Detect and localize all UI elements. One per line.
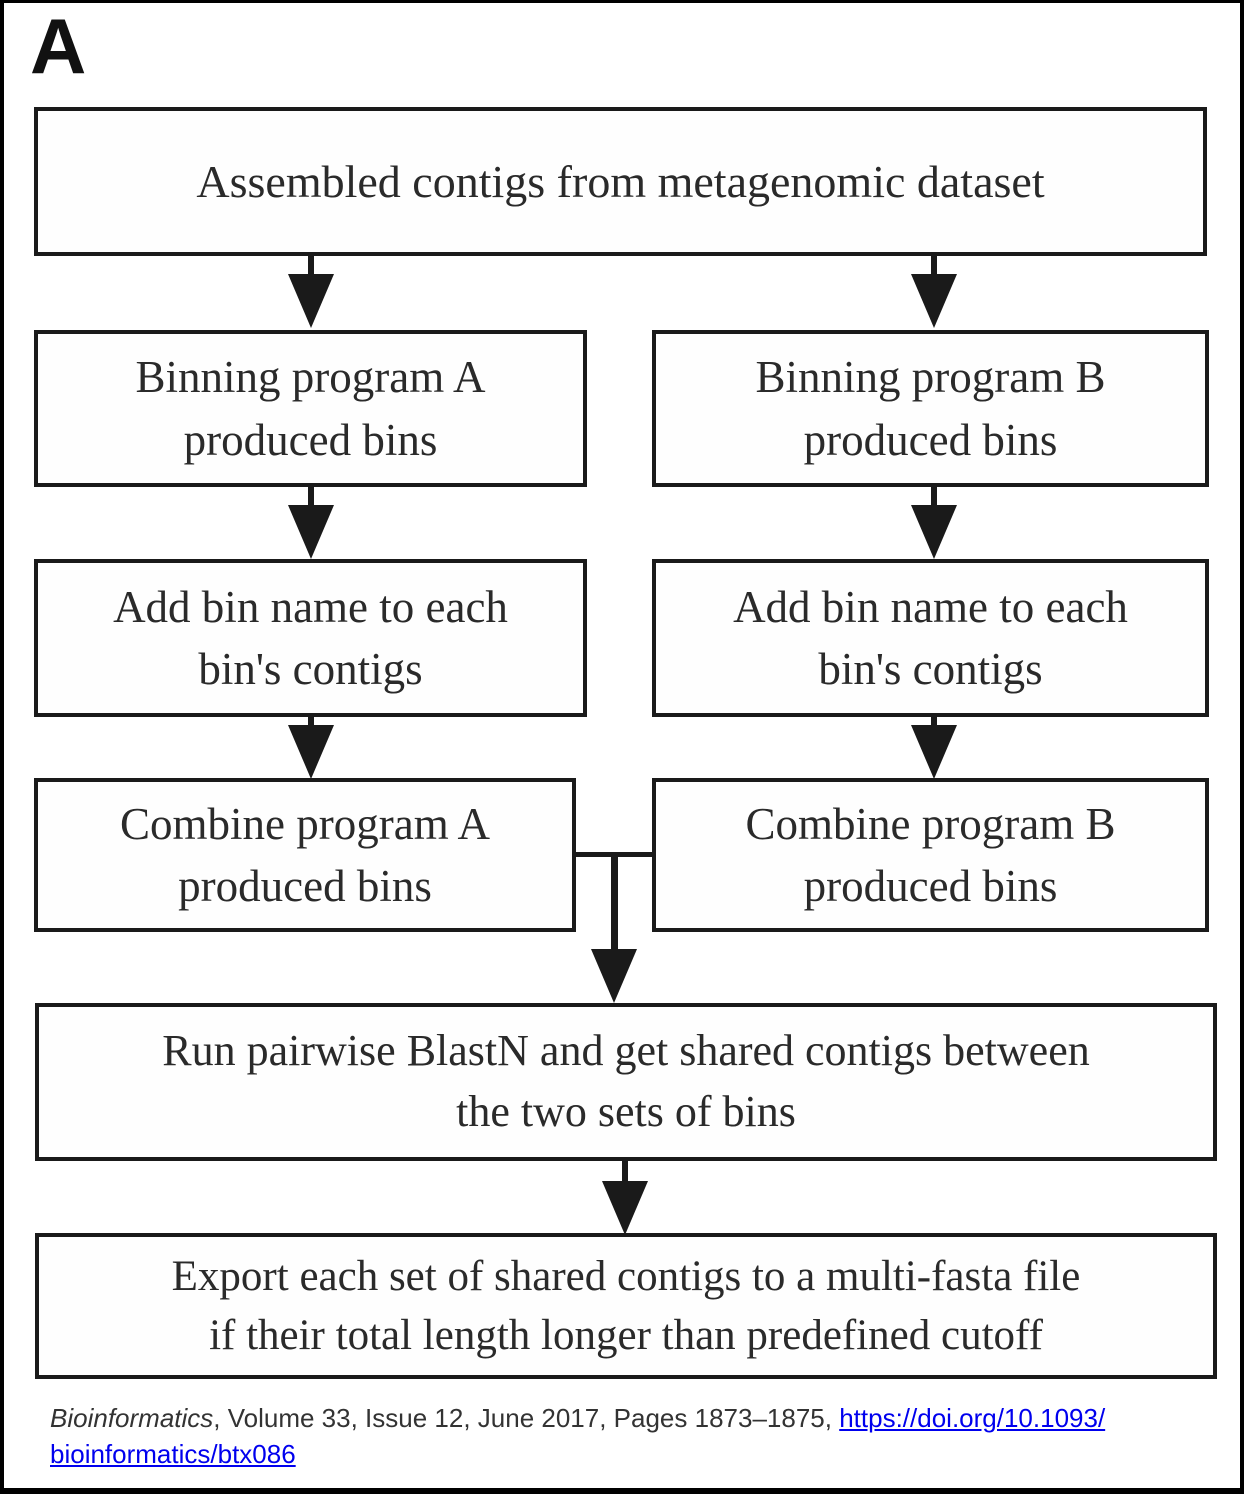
citation: Bioinformatics, Volume 33, Issue 12, Jun… <box>50 1401 1230 1473</box>
arrow-stem <box>931 487 937 505</box>
arrow-stem <box>308 717 314 727</box>
arrow-down-icon <box>911 274 957 328</box>
connector-line-vertical <box>611 852 618 952</box>
arrow-stem <box>931 717 937 727</box>
arrow-stem <box>931 256 937 274</box>
citation-reference: , Volume 33, Issue 12, June 2017, Pages … <box>213 1403 840 1433</box>
arrow-stem <box>308 256 314 274</box>
citation-journal: Bioinformatics <box>50 1403 214 1433</box>
flow-box-combine-program-b: Combine program B produced bins <box>652 778 1209 932</box>
flow-box-run-pairwise-blastn: Run pairwise BlastN and get shared conti… <box>35 1003 1217 1161</box>
flow-box-assembled-contigs: Assembled contigs from metagenomic datas… <box>34 107 1207 256</box>
flow-box-export-multifasta: Export each set of shared contigs to a m… <box>35 1233 1217 1379</box>
arrow-stem <box>308 487 314 505</box>
arrow-down-icon <box>911 725 957 779</box>
arrow-down-icon <box>602 1181 648 1235</box>
arrow-down-icon <box>288 725 334 779</box>
flow-box-add-bin-name-a: Add bin name to each bin's contigs <box>34 559 587 717</box>
flow-box-binning-program-a: Binning program A produced bins <box>34 330 587 487</box>
arrow-down-icon <box>288 505 334 559</box>
flow-box-combine-program-a: Combine program A produced bins <box>34 778 576 932</box>
panel-label-a: A <box>30 2 87 90</box>
doi-link[interactable]: https://doi.org/10.1093/bioinformatics/b… <box>50 1403 1105 1469</box>
arrow-down-icon <box>591 949 637 1003</box>
doi-link-line1[interactable]: https://doi.org/10.1093/ <box>839 1403 1106 1433</box>
arrow-down-icon <box>911 505 957 559</box>
arrow-down-icon <box>288 274 334 328</box>
arrow-stem <box>622 1161 628 1183</box>
flow-box-binning-program-b: Binning program B produced bins <box>652 330 1209 487</box>
doi-link-line2[interactable]: bioinformatics/btx086 <box>50 1438 296 1469</box>
flow-box-add-bin-name-b: Add bin name to each bin's contigs <box>652 559 1209 717</box>
